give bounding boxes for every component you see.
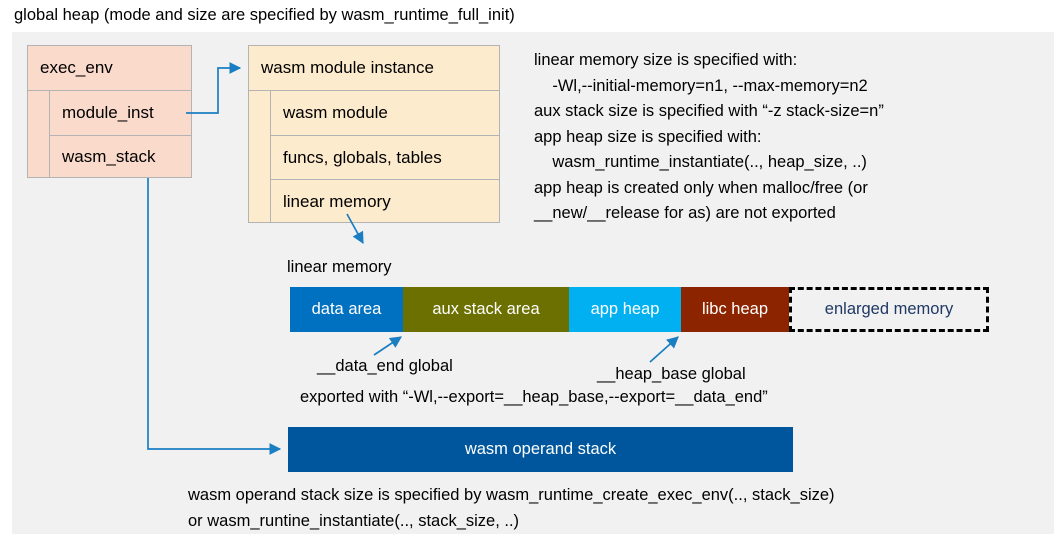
- module-instance-field-linear-memory: linear memory: [271, 179, 499, 223]
- module-instance-gutter: [249, 91, 271, 223]
- memory-segment-data-area: data area: [290, 287, 403, 332]
- data-end-global-label: __data_end global: [317, 357, 453, 375]
- wasm-operand-stack-box: wasm operand stack: [288, 427, 793, 472]
- exec-env-header: exec_env: [28, 46, 191, 91]
- linear-memory-caption: linear memory: [287, 258, 392, 276]
- exec-env-rows: module_inst wasm_stack: [50, 91, 191, 178]
- linear-memory-notes: linear memory size is specified with: -W…: [534, 51, 884, 222]
- exec-env-body: module_inst wasm_stack: [28, 91, 191, 178]
- memory-segment-enlarged-memory: enlarged memory: [789, 287, 989, 332]
- exec-env-gutter: [28, 91, 50, 178]
- memory-segment-libc-heap: libc heap: [681, 287, 789, 332]
- memory-segment-aux-stack-area: aux stack area: [403, 287, 569, 332]
- page-title: global heap (mode and size are specified…: [14, 6, 515, 24]
- heap-base-global-label: __heap_base global: [597, 365, 746, 383]
- exported-with-label: exported with “-Wl,--export=__heap_base,…: [300, 388, 768, 406]
- module-instance-field-wasm-module: wasm module: [283, 103, 388, 122]
- module-instance-body: wasm module funcs, globals, tables linea…: [249, 91, 499, 223]
- module-instance-field-funcs-globals-tables: funcs, globals, tables: [271, 135, 499, 179]
- exec-env-box: exec_env module_inst wasm_stack: [27, 45, 192, 178]
- module-instance-rows: wasm module funcs, globals, tables linea…: [271, 91, 499, 223]
- memory-segment-app-heap: app heap: [569, 287, 681, 332]
- linear-memory-bar: data area aux stack area app heap libc h…: [290, 287, 989, 332]
- operand-stack-notes: wasm operand stack size is specified by …: [188, 486, 835, 530]
- exec-env-field-module-inst: module_inst: [62, 103, 154, 122]
- exec-env-field-wasm-stack: wasm_stack: [50, 135, 191, 178]
- module-instance-header: wasm module instance: [249, 46, 499, 91]
- wasm-module-instance-box: wasm module instance wasm module funcs, …: [248, 45, 500, 223]
